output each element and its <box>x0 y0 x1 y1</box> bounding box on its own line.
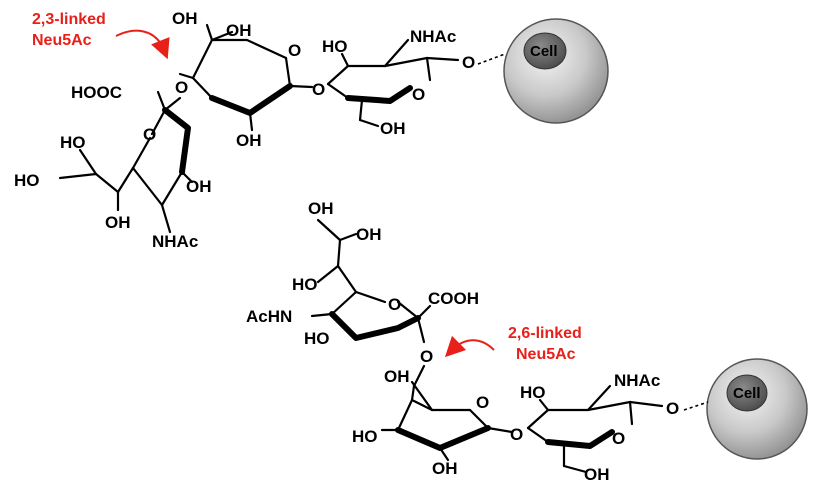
top-neu-cooh: HOOC <box>71 83 122 102</box>
top-gal-oh-a: OH <box>172 9 198 28</box>
bottom-gal-oh-a: OH <box>384 367 410 386</box>
bottom-cell-label: Cell <box>733 385 761 402</box>
bottom-glycan: Cell OH OH HO COOH O AcHN HO O <box>246 199 808 484</box>
annotation-26: 2,6-linked Neu5Ac <box>444 325 582 363</box>
top-neu-oh-d: OH <box>105 213 131 232</box>
annotation-23-arrow <box>115 29 170 60</box>
bottom-gal-glc-link-o: O <box>510 425 523 444</box>
top-neu-oh-a: HO <box>60 133 86 152</box>
annotation-26-arrow <box>444 335 495 358</box>
bottom-neu-oh-c: HO <box>292 275 318 294</box>
bottom-glcnac-ring <box>526 384 664 474</box>
bottom-glc-oh-a: HO <box>520 383 546 402</box>
annotation-23-line2: Neu5Ac <box>32 32 92 49</box>
top-cell-label: Cell <box>530 43 558 60</box>
top-neu-link-o: O <box>175 78 188 97</box>
top-galactose-ring <box>178 23 314 132</box>
top-glc-nhac: NHAc <box>410 27 456 46</box>
top-cell-body <box>503 18 609 124</box>
top-neu5ac-ring <box>58 90 194 234</box>
bottom-glc-oh-b: OH <box>584 465 610 484</box>
bottom-gal-ring-o: O <box>476 393 489 412</box>
bottom-neu-ring-o: O <box>388 295 401 314</box>
bottom-neu-nhac: AcHN <box>246 307 292 326</box>
annotation-23: 2,3-linked Neu5Ac <box>32 11 170 60</box>
bottom-glc-nhac: NHAc <box>614 371 660 390</box>
top-cell-link-o: O <box>462 53 475 72</box>
bottom-neu-link-o: O <box>420 347 433 366</box>
top-glc-oh-b: OH <box>380 119 406 138</box>
top-neu-nhac: NHAc <box>152 232 198 251</box>
bottom-glc-ring-o: O <box>612 429 625 448</box>
annotation-26-line2: Neu5Ac <box>516 346 576 363</box>
top-glc-ring-o: O <box>412 85 425 104</box>
bottom-galactose-ring <box>380 364 514 462</box>
bottom-neu-oh-b: OH <box>356 225 382 244</box>
bottom-gal-oh-b: HO <box>352 427 378 446</box>
top-cell: Cell <box>503 18 609 124</box>
bottom-neu-oh-a: OH <box>308 199 334 218</box>
top-neu-oh-b: HO <box>14 171 40 190</box>
top-glycan: Cell OH OH O OH O <box>14 9 609 251</box>
top-gal-oh-c: OH <box>236 131 262 150</box>
bottom-neu5ac-ring <box>310 218 432 344</box>
bottom-cell-link-o: O <box>666 399 679 418</box>
bottom-cell-link-bond <box>683 401 709 411</box>
top-cell-nucleus <box>523 32 567 70</box>
top-gal-oh-b: OH <box>226 21 252 40</box>
top-gal-glc-link-o: O <box>312 80 325 99</box>
top-neu-oh-c: OH <box>186 177 212 196</box>
top-cell-link-bond <box>477 53 506 65</box>
top-glc-oh-a: HO <box>322 37 348 56</box>
bottom-cell: Cell <box>706 358 808 460</box>
annotation-23-line1: 2,3-linked <box>32 11 106 28</box>
top-glcnac-ring <box>326 38 460 128</box>
bottom-cell-nucleus <box>726 374 768 412</box>
top-neu-ring-o: O <box>143 125 156 144</box>
bottom-gal-oh-c: OH <box>432 459 458 478</box>
annotation-26-line1: 2,6-linked <box>508 325 582 342</box>
bottom-neu-oh-d: HO <box>304 329 330 348</box>
top-gal-ring-o: O <box>288 41 301 60</box>
bottom-neu-cooh: COOH <box>428 289 479 308</box>
